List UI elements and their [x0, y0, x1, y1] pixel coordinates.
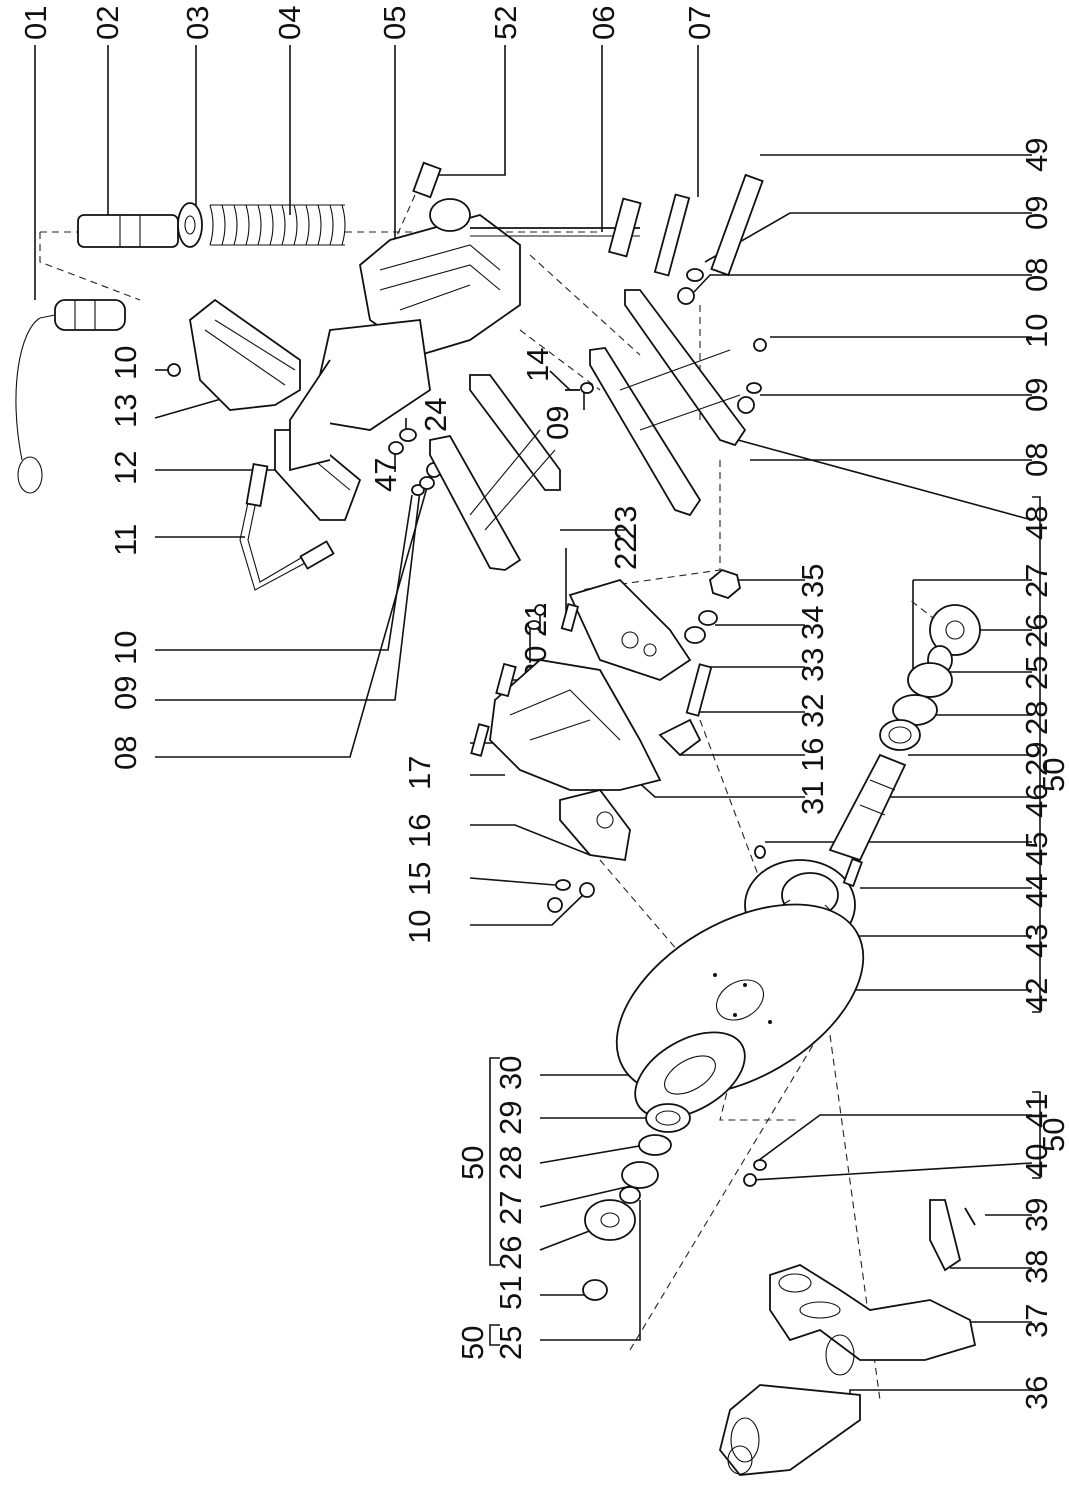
label-22: 22: [608, 536, 643, 570]
part-06-rod: [470, 197, 642, 258]
label-10b: 10: [402, 910, 437, 944]
label-50c: 50: [455, 1326, 490, 1360]
label-41: 41: [1019, 1094, 1054, 1128]
part-13-clamp: [189, 298, 301, 411]
part-01-lynch-pin: [15, 299, 126, 494]
label-47: 47: [368, 458, 403, 492]
part-small-hardware: [167, 268, 767, 1187]
lower-labels: 30 29 28 27 26 51 50 25 50 41 40 50 39 3…: [455, 1056, 1069, 1410]
label-01: 01: [18, 6, 53, 40]
label-38: 38: [1019, 1250, 1054, 1284]
top-labels: 01 02 03 04 05 52 06 07: [18, 6, 717, 40]
part-52-bolt: [412, 161, 442, 199]
label-50b: 50: [455, 1146, 490, 1180]
label-32: 32: [795, 694, 830, 728]
assembly-dashed-lines: [39, 194, 956, 1401]
part-11-u-bolt: [239, 463, 335, 591]
part-35-nut: [684, 568, 742, 644]
label-37: 37: [1019, 1304, 1054, 1338]
label-50d: 50: [1036, 1118, 1069, 1152]
label-45: 45: [1019, 832, 1054, 866]
lower-leader-lines: [489, 1057, 1041, 1395]
label-02: 02: [90, 6, 125, 40]
label-30: 30: [493, 1056, 528, 1090]
part-37-arm: [769, 1264, 977, 1376]
part-bearing-stack-left: [582, 1103, 691, 1301]
label-42: 42: [1019, 978, 1054, 1012]
part-44-45-bolts: [842, 857, 863, 888]
label-25b: 25: [493, 1326, 528, 1360]
part-49-bolt: [710, 173, 764, 277]
part-05-bracket: [359, 198, 521, 356]
label-17: 17: [402, 756, 437, 790]
label-05: 05: [377, 6, 412, 40]
label-04: 04: [272, 6, 307, 40]
label-51: 51: [493, 1276, 528, 1310]
label-07: 07: [682, 6, 717, 40]
label-43: 43: [1019, 924, 1054, 958]
label-06: 06: [586, 6, 621, 40]
part-48-plate: [589, 289, 747, 517]
label-52: 52: [488, 6, 523, 40]
label-11: 11: [108, 524, 143, 556]
label-34: 34: [795, 606, 830, 640]
part-23-lever: [429, 374, 561, 571]
part-30-flange: [634, 1031, 746, 1119]
label-15: 15: [402, 862, 437, 896]
right-leader-lines: [624, 154, 1041, 1013]
part-07-pin: [653, 193, 691, 277]
label-50a: 50: [1036, 758, 1069, 792]
part-36-holder: [719, 1384, 861, 1476]
label-33: 33: [795, 648, 830, 682]
part-22-bracket: [568, 578, 692, 681]
label-29a: 29: [1019, 742, 1054, 776]
label-09c: 09: [540, 406, 575, 440]
label-28a: 28: [1019, 701, 1054, 735]
part-03-washer: [177, 202, 203, 248]
label-03: 03: [180, 6, 215, 40]
label-24: 24: [418, 398, 453, 432]
label-40: 40: [1019, 1144, 1054, 1178]
label-10a: 10: [1019, 314, 1054, 348]
label-29b: 29: [493, 1101, 528, 1135]
part-02-spring-guide: [77, 214, 179, 248]
label-14: 14: [520, 348, 555, 382]
label-28b: 28: [493, 1146, 528, 1180]
label-09d: 09: [108, 676, 143, 710]
part-main-beam: [289, 319, 431, 472]
part-04-spring: [209, 204, 346, 246]
part-bearing-stack-right: [879, 604, 981, 751]
part-16-plates: [559, 718, 702, 862]
label-48: 48: [1019, 506, 1054, 540]
middle-leader-lines: [154, 369, 625, 926]
part-small-bolts: [470, 603, 713, 757]
label-10c: 10: [108, 346, 143, 380]
label-46: 46: [1019, 784, 1054, 818]
label-44: 44: [1019, 874, 1054, 908]
part-17-frame: [489, 659, 662, 791]
label-10d: 10: [108, 631, 143, 665]
part-46-hub-shaft: [828, 753, 907, 862]
label-36: 36: [1019, 1376, 1054, 1410]
top-leader-lines: [34, 45, 699, 300]
label-13: 13: [108, 394, 143, 428]
label-08c: 08: [108, 736, 143, 770]
part-38-scraper: [929, 1199, 976, 1272]
label-12: 12: [108, 451, 143, 485]
middle-labels: 22 23 21 20 19 18 17 16 15 10 14 09 24 4…: [108, 346, 643, 944]
label-16b: 16: [402, 814, 437, 848]
label-23: 23: [608, 506, 643, 540]
label-27b: 27: [493, 1191, 528, 1225]
